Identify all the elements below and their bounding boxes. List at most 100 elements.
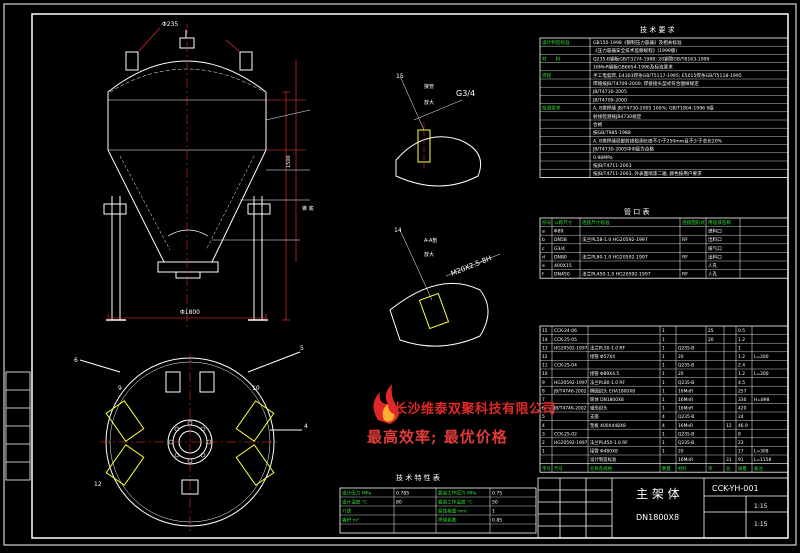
- title-block-sheet: 1:15: [754, 521, 768, 528]
- bom-cell: 1.2: [738, 354, 745, 360]
- title-block-spec: DN1800X8: [636, 513, 679, 522]
- tech-req-value: Q235-B钢板GB/T3274-1988; 20钢管GB/T8163-1999: [593, 55, 710, 62]
- spec-cell: 设计温度 °C: [342, 499, 367, 506]
- plan-callout-5: 10: [252, 385, 260, 392]
- bom-cell: H=898: [754, 397, 770, 403]
- spec-table-title: 技 术 特 性 表: [396, 473, 440, 482]
- bom-cell: 接管 Φ89X4.5: [590, 370, 619, 377]
- tech-req-key: 检测要求: [542, 105, 561, 112]
- bom-cell: CCK-24-06: [554, 328, 577, 334]
- bom-cell: 法兰PL50-1.0 RF: [590, 344, 625, 351]
- nozzle-header-cell: 用途或名称: [708, 219, 731, 226]
- bom-cell: 法兰PL80-1.0 RF: [590, 379, 625, 386]
- nozzle-cell: 排气口: [708, 245, 722, 252]
- plan-callout-3: 4: [304, 423, 308, 430]
- bom-cell: 1: [738, 345, 741, 351]
- spec-cell: 最高工作压力 MPa: [438, 490, 477, 497]
- bom-cell: 1: [662, 431, 665, 437]
- detail1-sub: 放大: [424, 99, 434, 106]
- spec-cell: 1: [492, 509, 495, 515]
- bom-cell: 16MnR: [678, 423, 693, 429]
- tech-req-value: 手工电弧焊, E4303焊条GB/T5117-1995; E5015焊条GB/T…: [593, 72, 742, 79]
- spec-cell: 焊缝系数: [438, 517, 457, 524]
- side-dimension-label: 1500: [286, 155, 292, 168]
- tech-req-key: 设计制造标准: [542, 39, 570, 46]
- tech-req-value: JB/T4730-2005: [592, 89, 627, 95]
- tech-req-value: 焊缝按JB/T4709-2000; 焊接接头型式符合图样规定: [593, 80, 699, 87]
- detail2-tag: M20X2.5-8H: [450, 254, 493, 278]
- bom-cell: 0.5: [738, 328, 745, 334]
- bom-cell: 16MnR: [678, 397, 693, 403]
- bom-cell: 20: [678, 371, 684, 377]
- inner-border: [31, 13, 789, 539]
- cone-label: 锥 底: [302, 205, 314, 212]
- outer-border: [3, 3, 797, 546]
- spec-cell: 腐蚀裕量 mm: [438, 508, 467, 515]
- bom-cell: 设计制造标准: [590, 456, 617, 463]
- bom-cell: 46.9: [738, 423, 748, 429]
- bom-cell: 20: [678, 449, 684, 455]
- bom-cell: L=200: [754, 371, 769, 377]
- title-block-drawing-no: CCK-YH-001: [712, 484, 759, 493]
- nozzle-header-cell: 符号: [542, 219, 552, 226]
- bom-cell: 20: [708, 337, 714, 343]
- nozzle-cell: c: [542, 247, 545, 252]
- bom-header-cell: 数量: [662, 465, 671, 472]
- tech-req-value: A, B类焊缝 JB/T4730-2005 100%; GB/T1804-199…: [593, 105, 714, 112]
- tech-req-value: A, B类焊缝局部射线检测长度不小于250mm且不少于总长20%: [593, 137, 723, 144]
- bom-cell: 4: [662, 423, 665, 429]
- nozzle-cell: f: [542, 272, 544, 278]
- bom-header-cell: 序号: [542, 465, 551, 472]
- bom-cell: 1: [662, 449, 665, 455]
- tech-req-value: 按JB/T4711-2003, 外表面喷漆二遍, 颜色按用户要求: [593, 170, 702, 177]
- bom-cell: 15: [542, 328, 548, 334]
- spec-cell: 0.785: [396, 491, 409, 497]
- bom-cell: 1: [662, 406, 665, 412]
- bom-cell: 13: [542, 345, 548, 351]
- tech-req-title: 技 术 要 求: [640, 25, 675, 34]
- spec-cell: 80: [396, 500, 402, 506]
- bom-cell: 10: [542, 371, 548, 377]
- nozzle-cell: 法兰PL80-1.0 HG20592-1997: [582, 253, 648, 260]
- spec-cell: 介质: [342, 508, 352, 515]
- bom-cell: 330: [738, 397, 747, 403]
- bom-cell: Q235-B: [678, 345, 694, 351]
- bom-header-cell: 备注: [754, 465, 763, 472]
- bom-cell: L=1158: [754, 457, 772, 463]
- bom-cell: 12: [726, 423, 732, 429]
- detail1-number: 15: [396, 73, 404, 80]
- plan-callout-1: 6: [74, 357, 78, 364]
- bom-cell: 4: [542, 423, 545, 429]
- bom-cell: 8: [542, 388, 545, 394]
- bom-cell: 筒体 DN1800X8: [590, 396, 624, 403]
- left-binding-boxes: [5, 371, 31, 481]
- tech-req-value: GB150-1998《钢制压力容器》及相关标准: [593, 39, 682, 46]
- bom-header-cell: 总: [726, 465, 731, 472]
- bom-cell: 法兰PL450-1.0 RF: [590, 439, 628, 446]
- tech-req-value: 16MnR钢板GB6654-1996及标准要求: [593, 64, 673, 71]
- bom-cell: 锥形封头: [590, 405, 608, 412]
- nozzle-cell: DN58: [554, 237, 567, 243]
- top-nozzle-label: Φ235: [162, 21, 178, 28]
- bom-cell: 1: [662, 363, 665, 369]
- bom-cell: HG20592-1997: [554, 440, 588, 446]
- vessel-elevation: [103, 24, 271, 330]
- nozzle-cell: e: [542, 264, 545, 269]
- tech-req-value: 按JB/T4711-2003: [593, 162, 632, 169]
- bom-cell: Q235-B: [678, 363, 694, 369]
- bom-cell: 25: [708, 328, 714, 334]
- bom-cell: HG20592-1997: [554, 345, 588, 351]
- nozzle-table-title: 管 口 表: [624, 207, 649, 216]
- bom-cell: CCK-25-02: [554, 431, 577, 437]
- nozzle-cell: 法兰PL58-1.0 HG20592-1997: [582, 236, 648, 243]
- bom-cell: 9: [542, 380, 545, 386]
- bom-cell: Q235-B: [678, 440, 694, 446]
- tech-req-key: 材 料: [542, 55, 561, 62]
- bom-header-cell: 质量: [738, 465, 747, 472]
- bom-cell: 1: [662, 337, 665, 343]
- bom-cell: 20: [678, 354, 684, 360]
